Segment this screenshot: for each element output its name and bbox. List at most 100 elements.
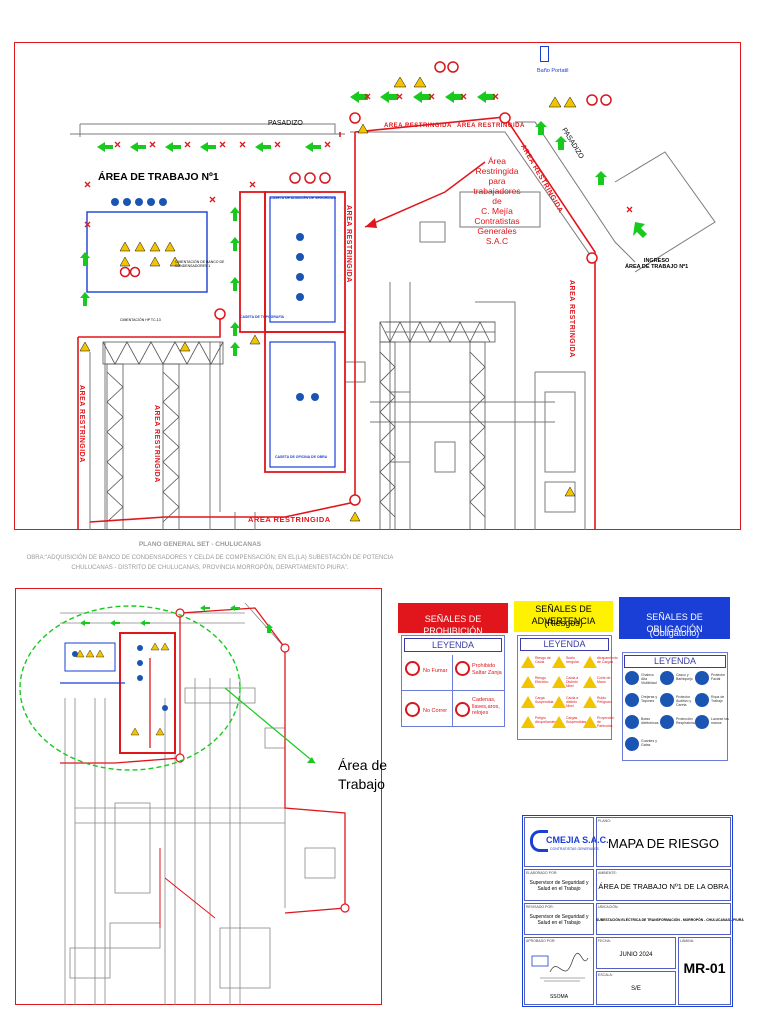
mandatory-sign-icon <box>695 671 709 685</box>
mandatory-item: Botas dieléctricas <box>641 717 659 726</box>
prohibition-header <box>398 603 508 633</box>
warning-item: Atrapamiento de Cargas <box>597 656 618 665</box>
no-jump-icon <box>455 661 470 676</box>
restricted-area-annotation: Área Restringida para trabajadores de C.… <box>473 156 521 246</box>
plano-label: PLANO: <box>598 819 611 823</box>
mandatory-sign-icon <box>660 715 674 729</box>
signature-stamp-icon <box>531 953 589 982</box>
restricted-label-bottom: AREA RESTRINGIDA <box>248 515 331 524</box>
ubicacion-label: UBICACIÓN: <box>598 905 619 909</box>
mandatory-sign-icon <box>695 693 709 707</box>
plano-cell <box>596 817 731 867</box>
prohibition-item-2: Prohibido Saltar Zanja <box>472 663 502 676</box>
mandatory-item: Protección Respiratoria <box>676 717 695 726</box>
caseta-topografia-label: CASETA DE TOPOGRAFÍA <box>240 315 285 319</box>
mandatory-sign-icon <box>660 693 674 707</box>
warning-sign-icon <box>552 676 566 688</box>
warning-item: Riesgo Eléctrico <box>535 676 549 685</box>
mandatory-item: Casco y Barbiquejo <box>676 673 693 682</box>
warning-item: Caída a distinto Nivel <box>566 696 579 709</box>
overview-work-area-label: Área de Trabajo <box>338 757 388 792</box>
mandatory-legend <box>622 652 728 761</box>
warning-sign-icon <box>583 676 597 688</box>
aprobado-value: SSOMA <box>549 994 569 1000</box>
warning-sign-icon <box>521 716 535 728</box>
fecha-label: FECHA: <box>598 939 611 943</box>
prohibition-item-4: Cadenas, llaves,aros, relojes <box>472 697 500 716</box>
elaborado-cell <box>524 869 594 901</box>
mandatory-sign-icon <box>695 715 709 729</box>
warning-item: Corte de Mano <box>597 676 611 685</box>
mandatory-sign-icon <box>625 737 639 751</box>
warning-sign-icon <box>552 656 566 668</box>
restricted-label-right: AREA RESTRINGIDA <box>568 280 575 358</box>
warning-item: Carga Suspendida <box>535 696 554 705</box>
warning-item: Riesgo de Caída <box>535 656 551 665</box>
restricted-label-center: AREA RESTRINGIDA <box>345 205 352 283</box>
mandatory-item: Guantes y Gafas <box>641 739 657 748</box>
warning-subtitle: (Riesgos) <box>544 618 583 628</box>
ubicacion-value: SUBESTACIÓN ELÉCTRICA DE TRANSFORMACIÓN … <box>596 918 744 922</box>
mandatory-legend-title: LEYENDA <box>624 655 726 668</box>
no-jewelry-icon <box>455 702 470 717</box>
warning-item: Suelo Irregular <box>566 656 580 665</box>
elaborado-value: Supervisor de Seguridad y Salud en el Tr… <box>529 880 589 892</box>
prohibition-divider <box>401 690 505 691</box>
warning-item: Peligro Atropellamiento <box>535 716 560 725</box>
warning-sign-icon <box>521 656 535 668</box>
overview-site-drawing <box>19 602 350 1005</box>
warning-sign-icon <box>521 676 535 688</box>
bano-icon <box>540 46 549 62</box>
prohibition-item-3: No Correr <box>423 708 448 714</box>
warning-sign-icon <box>521 696 535 708</box>
plano-value: MAPA DE RIESGO <box>607 836 719 851</box>
caseta-almacen-label: CASETA DE ALMACÉN DE SEGURIDAD <box>270 196 336 200</box>
prohibition-vdivider <box>452 655 453 727</box>
mandatory-item: Chaleco Alta Visibilidad <box>641 673 657 686</box>
work-area-title: ÁREA DE TRABAJO Nº1 <box>98 171 219 183</box>
company-logo-icon <box>530 830 548 852</box>
revisado-cell <box>524 903 594 935</box>
mandatory-sign-icon <box>625 671 639 685</box>
plan-frame <box>14 42 741 530</box>
fecha-cell <box>596 937 676 969</box>
aprobado-label: APROBADO POR: <box>526 939 556 943</box>
ambiente-cell <box>596 869 731 901</box>
mandatory-sign-icon <box>660 671 674 685</box>
escala-label: ESCALA: <box>598 973 613 977</box>
lamina-cell <box>678 937 731 1005</box>
prohibition-item-1: No Fumar <box>423 668 448 674</box>
warning-item: Ruido Peligroso <box>597 696 612 705</box>
warning-title: SEÑALES DE ADVERTENCIA <box>531 604 596 626</box>
ambiente-label: AMBIENTE: <box>598 871 617 875</box>
warning-legend-title: LEYENDA <box>520 638 609 651</box>
caseta-oficina-label: CASETA DE OFICINA DE OBRA <box>275 455 328 459</box>
mandatory-sign-icon <box>625 715 639 729</box>
restricted-label-top-1: AREA RESTRINGIDA <box>384 123 452 129</box>
capacitor-foundation-note: CIMENTACIÓN DE BANCO DE CONDENSADORES 1 <box>175 260 225 268</box>
warning-sign-icon <box>552 716 566 728</box>
restricted-label-left-2: AREA RESTRINGIDA <box>153 405 160 483</box>
mandatory-subtitle: (Obligatorio) <box>649 628 700 638</box>
warning-sign-icon <box>552 696 566 708</box>
logo-cell <box>524 817 594 867</box>
no-smoking-icon <box>405 661 420 676</box>
plan-general-title: PLANO GENERAL SET - CHULUCANAS <box>138 541 262 548</box>
mandatory-item: Lavarse las manos <box>711 717 729 726</box>
mandatory-header <box>619 597 730 639</box>
mandatory-sign-icon <box>625 693 639 707</box>
mandatory-item: Protector Facial <box>711 673 726 682</box>
escala-cell <box>596 971 676 1005</box>
bano-label: Baño Portatil <box>537 68 569 74</box>
warning-item: Proyección de Partículas <box>597 716 615 729</box>
overview-frame <box>15 588 382 1005</box>
warning-sign-icon <box>583 716 597 728</box>
warning-header <box>514 601 613 632</box>
logo-subtext: CONTRATISTAS GENERALES <box>550 847 599 851</box>
warning-item: Caída a Distinto Nivel <box>566 676 579 689</box>
ubicacion-cell <box>596 903 731 935</box>
fecha-value: JUNIO 2024 <box>619 952 653 958</box>
lamina-value: MR-01 <box>683 960 726 976</box>
prohibition-legend-title: LEYENDA <box>404 638 502 652</box>
prohibition-title: SEÑALES DE PROHIBICIÓN <box>423 614 483 636</box>
